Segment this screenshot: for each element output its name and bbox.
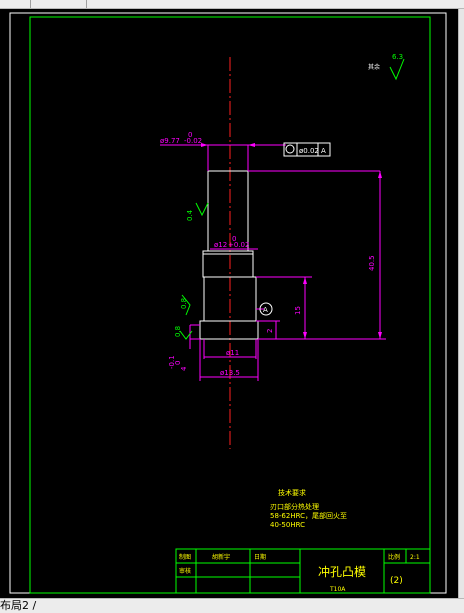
- part-outline: [199, 170, 259, 340]
- mid-dia-label: ø12: [214, 241, 227, 249]
- notes-line-3: 40-50HRC: [270, 521, 305, 529]
- dim-texts: ø9.77 0 -0.02 ø12 0 +0.02 ø11 ø13.5 40.5…: [160, 131, 376, 377]
- gtol-frame: [283, 142, 331, 157]
- roughness-texts: 6.3 其余 0.4 0.8 0.8: [174, 53, 403, 337]
- mid-dia-upper: 0: [232, 235, 236, 243]
- check-label: 审核: [179, 567, 191, 575]
- title-block-texts: 制图 胡新宇 日期 审核 冲孔凸模 比例 2:1 T10A (2): [179, 553, 420, 593]
- ruler-tick: [86, 0, 87, 8]
- layout-tab-bar: 布局2: [0, 598, 464, 613]
- datum-letter: A: [263, 306, 268, 314]
- material: T10A: [329, 586, 346, 593]
- scale-label: 比例: [388, 553, 400, 561]
- roughness-marks: [179, 58, 405, 340]
- drawing-canvas[interactable]: A ø0.02 A ø9.77 0 -0.02 ø12 0 +0.02 ø11 …: [0, 9, 458, 598]
- drawing-label: 制图: [179, 553, 191, 561]
- top-dia-lower: -0.02: [184, 137, 202, 145]
- gtol-value: ø0.02: [299, 147, 319, 155]
- roughness-value: 6.3: [392, 53, 403, 61]
- len-shank: 15: [294, 306, 302, 315]
- sheet-no: (2): [390, 576, 403, 586]
- part-name: 冲孔凸模: [318, 564, 366, 579]
- tab-layout-2[interactable]: 布局2: [0, 599, 39, 613]
- collar-dia: ø13.5: [220, 369, 240, 377]
- notes-line-1: 刃口部分热处理: [270, 502, 319, 511]
- notes-title: 技术要求: [278, 488, 306, 497]
- dim-arrows: [201, 143, 382, 339]
- date-label: 日期: [254, 553, 266, 561]
- head-height: 4: [180, 366, 188, 371]
- tech-notes: 技术要求 刃口部分热处理 58-62HRC，尾部回火至 40-50HRC: [270, 488, 347, 529]
- dim-lines: [160, 144, 386, 381]
- len-total: 40.5: [368, 255, 376, 271]
- top-dia-upper: 0: [188, 131, 192, 139]
- ra-top: 0.4: [186, 209, 194, 221]
- title-block: [175, 548, 431, 594]
- roughness-label: 其余: [368, 63, 380, 71]
- vertical-scrollbar[interactable]: [458, 9, 464, 598]
- cad-drawing: A ø0.02 A ø9.77 0 -0.02 ø12 0 +0.02 ø11 …: [9, 12, 447, 594]
- top-ruler: [0, 0, 464, 9]
- head-tol2: -0.1: [168, 355, 176, 369]
- notes-line-2: 58-62HRC，尾部回火至: [270, 511, 347, 520]
- drawing-name: 胡新宇: [212, 553, 230, 561]
- len-small: 2: [266, 329, 274, 333]
- ra-mid: 0.8: [180, 298, 188, 309]
- outer-frame: [9, 12, 447, 594]
- ra-bottom: 0.8: [174, 326, 182, 337]
- head-tol: 0: [174, 361, 182, 365]
- shank-dia: ø11: [226, 349, 239, 357]
- gtol-datum: A: [321, 147, 326, 155]
- ruler-tick: [30, 0, 31, 8]
- scale-value: 2:1: [410, 554, 420, 561]
- top-dia-label: ø9.77: [160, 137, 180, 145]
- mid-dia-lower: +0.02: [228, 241, 249, 249]
- datum-circle: [259, 302, 273, 316]
